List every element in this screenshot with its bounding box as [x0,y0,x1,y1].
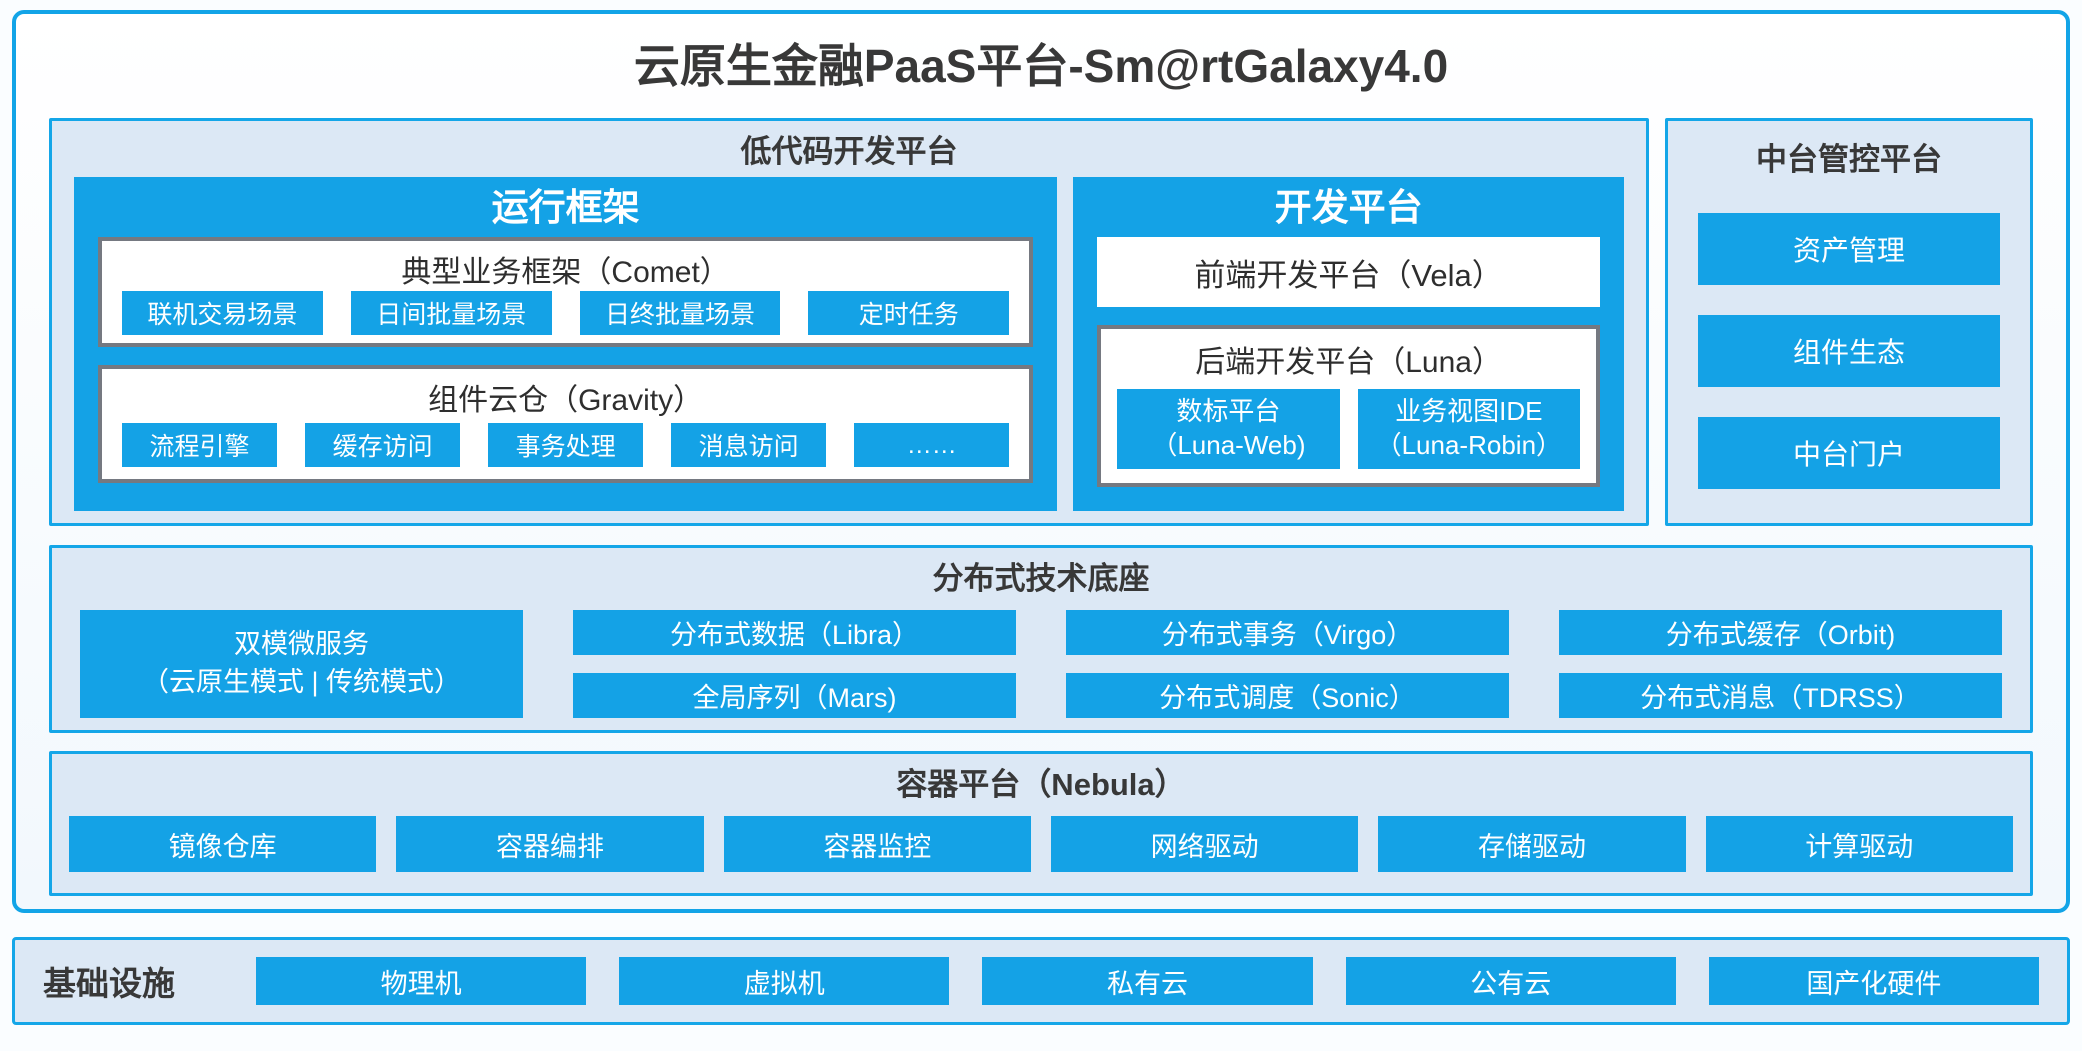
gravity-item-ellipsis: …… [854,423,1010,467]
infrastructure-panel: 基础设施 物理机 虚拟机 私有云 公有云 国产化硬件 [12,937,2070,1025]
container-platform-grid: 镜像仓库 容器编排 容器监控 网络驱动 存储驱动 计算驱动 [69,816,2013,872]
distributed-col-3: 分布式缓存（Orbit) 分布式消息（TDRSS） [1559,610,2002,718]
midplatform-control-panel: 中台管控平台 资产管理 组件生态 中台门户 [1665,118,2033,526]
luna-robin-name: 业务视图IDE [1395,396,1543,427]
distributed-base-title: 分布式技术底座 [932,561,1150,596]
midplatform-item-component-ecosystem: 组件生态 [1698,315,2000,387]
distributed-base-panel: 分布式技术底座 双模微服务 （云原生模式 | 传统模式） 分布式数据（Libra… [49,545,2033,733]
distributed-transaction-virgo-box: 分布式事务（Virgo） [1066,610,1509,655]
container-item-image-registry: 镜像仓库 [69,816,377,872]
gravity-item: 缓存访问 [305,423,461,467]
dual-mode-line1: 双模微服务 [234,629,369,660]
distributed-data-libra-box: 分布式数据（Libra） [573,610,1016,655]
runtime-framework-panel: 运行框架 典型业务框架（Comet） 联机交易场景 日间批量场景 日终批量场景 … [74,177,1058,511]
dual-mode-microservice-col: 双模微服务 （云原生模式 | 传统模式） [80,610,523,718]
luna-robin-code: （Luna-Robin） [1375,430,1563,460]
container-item-compute-driver: 计算驱动 [1705,816,2013,872]
luna-web-name: 数标平台 [1176,396,1281,427]
luna-web-code: （Luna-Web) [1151,430,1306,460]
luna-robin-item: 业务视图IDE （Luna-Robin） [1357,389,1581,469]
midplatform-item-portal: 中台门户 [1698,417,2000,489]
infra-item-virtual-machine: 虚拟机 [619,957,950,1005]
gravity-item: 流程引擎 [122,423,278,467]
vela-frontend-box: 前端开发平台（Vela） [1097,237,1600,307]
luna-web-item: 数标平台 （Luna-Web) [1117,389,1340,469]
distributed-message-tdrss-box: 分布式消息（TDRSS） [1559,673,2002,718]
container-platform-panel: 容器平台（Nebula） 镜像仓库 容器编排 容器监控 网络驱动 存储驱动 计算… [49,751,2033,896]
comet-item: 定时任务 [808,291,1010,335]
top-row: 低代码开发平台 运行框架 典型业务框架（Comet） 联机交易场景 日间批量场景… [49,118,2033,526]
infra-item-domestic-hardware: 国产化硬件 [1708,957,2040,1005]
comet-framework-title: 典型业务框架（Comet） [401,256,730,289]
container-item-monitoring: 容器监控 [723,816,1031,872]
main-title: 云原生金融PaaS平台-Sm@rtGalaxy4.0 [633,40,1449,92]
lowcode-platform-body: 运行框架 典型业务框架（Comet） 联机交易场景 日间批量场景 日终批量场景 … [74,177,1624,511]
distributed-col-1: 分布式数据（Libra） 全局序列（Mars) [573,610,1016,718]
infra-item-public-cloud: 公有云 [1345,957,1676,1005]
dev-platform-title: 开发平台 [1274,187,1423,228]
luna-items-row: 数标平台 （Luna-Web) 业务视图IDE （Luna-Robin） [1117,389,1581,469]
comet-item: 联机交易场景 [122,291,323,335]
runtime-framework-title: 运行框架 [491,187,640,228]
container-platform-title: 容器平台（Nebula） [896,767,1186,802]
dual-mode-microservice-box: 双模微服务 （云原生模式 | 传统模式） [80,610,523,718]
global-sequence-mars-box: 全局序列（Mars) [573,673,1016,718]
gravity-warehouse-box: 组件云仓（Gravity） 流程引擎 缓存访问 事务处理 消息访问 …… [98,365,1034,483]
midplatform-title: 中台管控平台 [1756,142,1942,177]
comet-items-row: 联机交易场景 日间批量场景 日终批量场景 定时任务 [122,291,1010,335]
infra-item-physical-machine: 物理机 [256,957,587,1005]
midplatform-item-asset-management: 资产管理 [1698,213,2000,285]
gravity-item: 事务处理 [488,423,644,467]
distributed-base-grid: 双模微服务 （云原生模式 | 传统模式） 分布式数据（Libra） 全局序列（M… [80,610,2002,718]
container-item-network-driver: 网络驱动 [1050,816,1359,872]
container-item-orchestration: 容器编排 [396,816,704,872]
container-item-storage-driver: 存储驱动 [1378,816,1686,872]
distributed-scheduling-sonic-box: 分布式调度（Sonic） [1066,673,1509,718]
gravity-items-row: 流程引擎 缓存访问 事务处理 消息访问 …… [122,423,1010,467]
gravity-warehouse-title: 组件云仓（Gravity） [428,384,704,417]
distributed-cache-orbit-box: 分布式缓存（Orbit) [1559,610,2002,655]
gravity-item: 消息访问 [671,423,827,467]
comet-framework-box: 典型业务框架（Comet） 联机交易场景 日间批量场景 日终批量场景 定时任务 [98,237,1034,347]
distributed-col-2: 分布式事务（Virgo） 分布式调度（Sonic） [1066,610,1509,718]
lowcode-platform-panel: 低代码开发平台 运行框架 典型业务框架（Comet） 联机交易场景 日间批量场景… [49,118,1649,526]
luna-backend-title: 后端开发平台（Luna） [1195,346,1502,379]
lowcode-platform-title: 低代码开发平台 [740,134,958,169]
infrastructure-title: 基础设施 [43,965,175,1002]
luna-backend-box: 后端开发平台（Luna） 数标平台 （Luna-Web) 业务视图IDE （Lu… [1097,325,1600,487]
dev-platform-panel: 开发平台 前端开发平台（Vela） 后端开发平台（Luna） 数标平台 （Lun… [1073,177,1624,511]
infra-item-private-cloud: 私有云 [982,957,1313,1005]
comet-item: 日终批量场景 [579,291,781,335]
dual-mode-line2: （云原生模式 | 传统模式） [141,667,462,697]
architecture-diagram-container: 云原生金融PaaS平台-Sm@rtGalaxy4.0 低代码开发平台 运行框架 … [12,10,2070,913]
comet-item: 日间批量场景 [350,291,552,335]
